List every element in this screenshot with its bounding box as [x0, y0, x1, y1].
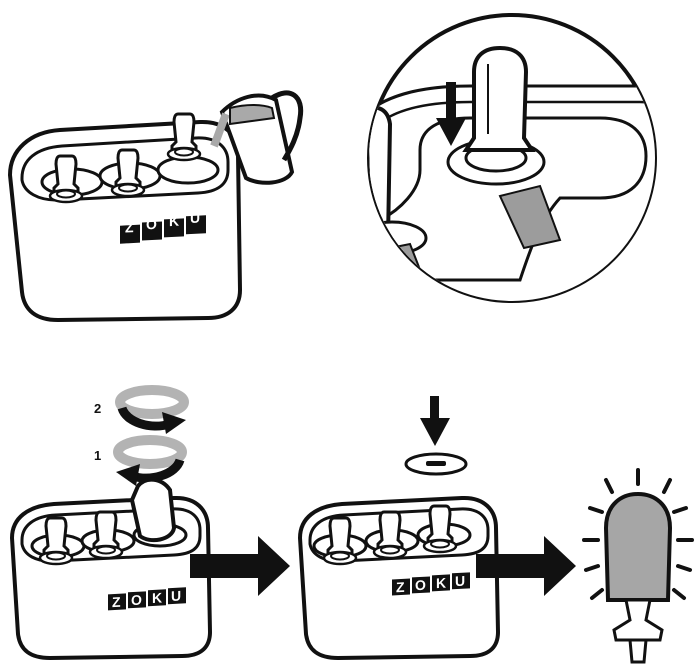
brand-plate: Z O K U	[120, 210, 206, 244]
brand-letter: Z	[125, 219, 134, 235]
brand-letter: U	[190, 210, 200, 227]
right-arrow-icon	[190, 536, 290, 596]
brand-letter: U	[171, 588, 181, 605]
rotate-arrow-icon	[113, 435, 187, 486]
brand-letter: O	[415, 577, 426, 594]
panel-popsicle	[582, 468, 694, 664]
down-arrow-icon	[436, 82, 466, 146]
sparkle-rays-icon	[582, 468, 694, 600]
popsicle-icon	[603, 491, 673, 664]
down-arrow-icon	[420, 396, 450, 446]
panel-zoom	[367, 13, 657, 303]
panel-drip-guard: Z O K U	[297, 396, 501, 661]
step-label: 2	[94, 401, 101, 416]
brand-plate: Z O K U	[108, 587, 186, 611]
brand-plate: Z O K U	[392, 572, 470, 596]
panel-twist: 2 1 Z O K U	[9, 385, 213, 661]
pitcher-icon	[210, 90, 304, 185]
panel-pour: Z O K U	[7, 90, 304, 323]
step-label: 1	[94, 448, 101, 463]
brand-letter: U	[455, 573, 465, 590]
brand-letter: Z	[396, 579, 405, 595]
brand-letter: Z	[112, 594, 121, 610]
brand-letter: O	[146, 216, 157, 233]
right-arrow-icon	[476, 536, 576, 596]
brand-letter: K	[169, 213, 179, 230]
drip-guard-icon	[404, 452, 468, 476]
rotate-arrow-icon	[115, 385, 189, 434]
brand-letter: O	[131, 592, 142, 609]
brand-letter: K	[436, 575, 446, 592]
brand-letter: K	[152, 590, 162, 607]
